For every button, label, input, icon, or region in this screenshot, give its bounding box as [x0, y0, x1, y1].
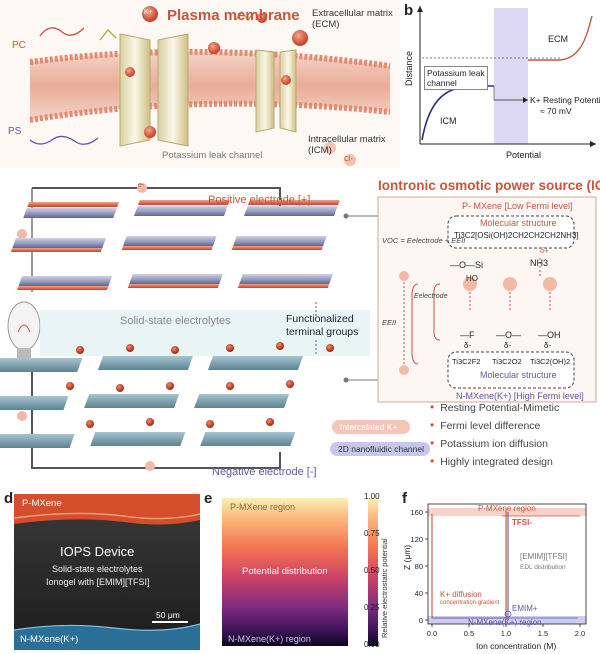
f-ytick-label: 160	[410, 508, 423, 517]
electron-label: e-	[138, 182, 145, 189]
n-mxene-label: N-MXene(K+) [High Fermi level]	[456, 391, 584, 401]
concentration-plot: 0.0 0.5 1.0 1.5 2.0 0 40 80 120 160	[410, 503, 587, 638]
functionalized-label: Functionalized	[286, 313, 354, 325]
ps-label: PS	[8, 126, 22, 137]
cbar-tick: 1.00	[364, 492, 380, 501]
d-device-label: IOPS Device	[60, 544, 135, 559]
b-rest2: ≈ 70 mV	[540, 106, 572, 116]
d-line2: Ionogel with [EMIM][TFSI]	[46, 577, 150, 587]
electrolyte-label: Solid-state electrolytes	[120, 315, 231, 327]
ecm-label: Extracellular matrix (ECM)	[312, 8, 393, 30]
b-xlabel: Potential	[506, 150, 542, 160]
delta-minus-1: δ-	[464, 341, 472, 350]
e-top-label: P-MXene region	[230, 502, 296, 512]
f-emim-tfsi: [EMIM][TFSI]	[520, 552, 568, 561]
feature-bullet: Highly integrated design	[430, 454, 553, 468]
feature-bullet: Potassium ion diffusion	[430, 436, 548, 450]
icm-label: Intracellular matrix (ICM)	[308, 134, 386, 156]
p-mxene-label: P- MXene [Low Fermi level]	[462, 201, 573, 211]
f-ytick-label: 120	[410, 535, 423, 544]
d-bottom-label: N-MXene(K+)	[20, 634, 79, 645]
delta-minus-2: δ-	[504, 341, 512, 350]
mol-struct-top: Molecular structure	[480, 218, 557, 228]
formula-top: Ti3C2[OSi(OH)2CH2CH2CH2NH3]	[454, 231, 579, 240]
cbar-label: Relative electrostatic potential	[380, 538, 389, 638]
b-ylabel: Distance	[404, 50, 414, 86]
d-scale: 50 μm	[156, 610, 180, 620]
f-emim: EMIM+	[512, 604, 538, 613]
f-group: —F	[460, 330, 475, 340]
f-xtick-label: 2.0	[575, 629, 585, 638]
to-formula: Ti3C2O2	[492, 357, 522, 366]
panel-f-label: f	[402, 490, 407, 507]
f-xtick-label: 0.5	[464, 629, 474, 638]
iops-illustration	[0, 172, 600, 484]
f-xtick-label: 1.0	[501, 629, 511, 638]
mol-struct-bottom: Molecular structure	[480, 370, 557, 380]
k-ion-label: K+	[144, 9, 153, 16]
si-group: —O—Si	[450, 260, 484, 270]
positive-electrode-label: Positive electrode [+]	[208, 194, 311, 206]
membrane-title: Plasma membrane	[167, 7, 300, 24]
delta-plus: δ+	[540, 246, 549, 255]
f-tfsi: TFSI-	[512, 518, 532, 527]
e-eii-label: EEII	[382, 318, 397, 327]
toh-formula: Ti3C2(OH)2	[530, 357, 571, 366]
f-ytick-label: 0	[419, 616, 423, 625]
delta-minus-3: δ-	[544, 341, 552, 350]
b-channel: Potassium leak channel	[424, 66, 488, 90]
cbar-tick: 0.75	[364, 529, 380, 538]
f-bottom-region: N-MXene(K+) region	[468, 618, 542, 627]
f-xtick-label: 1.5	[538, 629, 548, 638]
f-axes-frame	[427, 503, 587, 625]
d-top-label: P-MXene	[22, 498, 62, 509]
negative-electrode-label: Negative electrode [-]	[212, 466, 317, 478]
potential-map	[222, 498, 378, 646]
e-electrode-label: Eelectrode	[414, 293, 448, 300]
o-group: —O—	[496, 330, 522, 340]
b-ecm: ECM	[548, 34, 568, 44]
cl-ion-label: Cl-	[344, 156, 353, 163]
ho-label: HO	[466, 274, 478, 283]
cbar-tick: 0.00	[364, 640, 380, 649]
cbar-tick: 0.50	[364, 566, 380, 575]
emim-marker	[504, 610, 512, 618]
cbar-tick: 0.25	[364, 603, 380, 612]
b-icm: ICM	[440, 116, 457, 126]
feature-bullet: Fermi level difference	[430, 418, 540, 432]
iops-title: Iontronic osmotic power source (IOPS)	[378, 178, 600, 193]
b-rest1: K+ Resting Potential	[530, 95, 600, 105]
d-line1: Solid-state electrolytes	[52, 564, 143, 574]
f-edl: EDL distribution	[520, 564, 566, 571]
sem-image	[14, 494, 200, 650]
e-mid-label: Potential distribution	[242, 566, 328, 577]
f-conc-grad: concentration gradient	[440, 600, 500, 606]
panel-e-label: e	[204, 490, 213, 507]
p-mxene-band	[428, 508, 586, 516]
nanofluidic-label: 2D nanofluidic channel	[338, 444, 425, 454]
panel-b-label: b	[404, 2, 414, 19]
f-ylabel: Z (μm)	[402, 544, 412, 570]
feature-bullet: Resting Potential-Mimetic	[430, 400, 559, 414]
oh-group: —OH	[538, 330, 561, 340]
terminal-groups-label: terminal groups	[286, 326, 359, 338]
panel-d-label: d	[4, 490, 14, 507]
tf-formula: Ti3C2F2	[452, 357, 481, 366]
n-mxene-band	[428, 616, 586, 624]
pc-label: PC	[12, 40, 26, 51]
f-ytick-label: 80	[415, 562, 423, 571]
f-top-region: P-MXene region	[478, 504, 536, 513]
f-xtick-label: 0.0	[427, 629, 437, 638]
f-xlabel: Ion concentration (M)	[476, 641, 557, 651]
voc-label: VOC = Eelectrode + EEII	[382, 236, 466, 245]
f-ytick-label: 40	[415, 589, 423, 598]
channel-label: Potassium leak channel	[162, 150, 263, 161]
e-bottom-label: N-MXene(K+) region	[228, 634, 311, 644]
f-k-diff: K+ diffusion	[440, 590, 482, 599]
intercalated-label: Intercalated K+	[340, 422, 398, 432]
membrane-illustration	[0, 0, 400, 168]
nh3-label: NH3	[530, 258, 549, 268]
